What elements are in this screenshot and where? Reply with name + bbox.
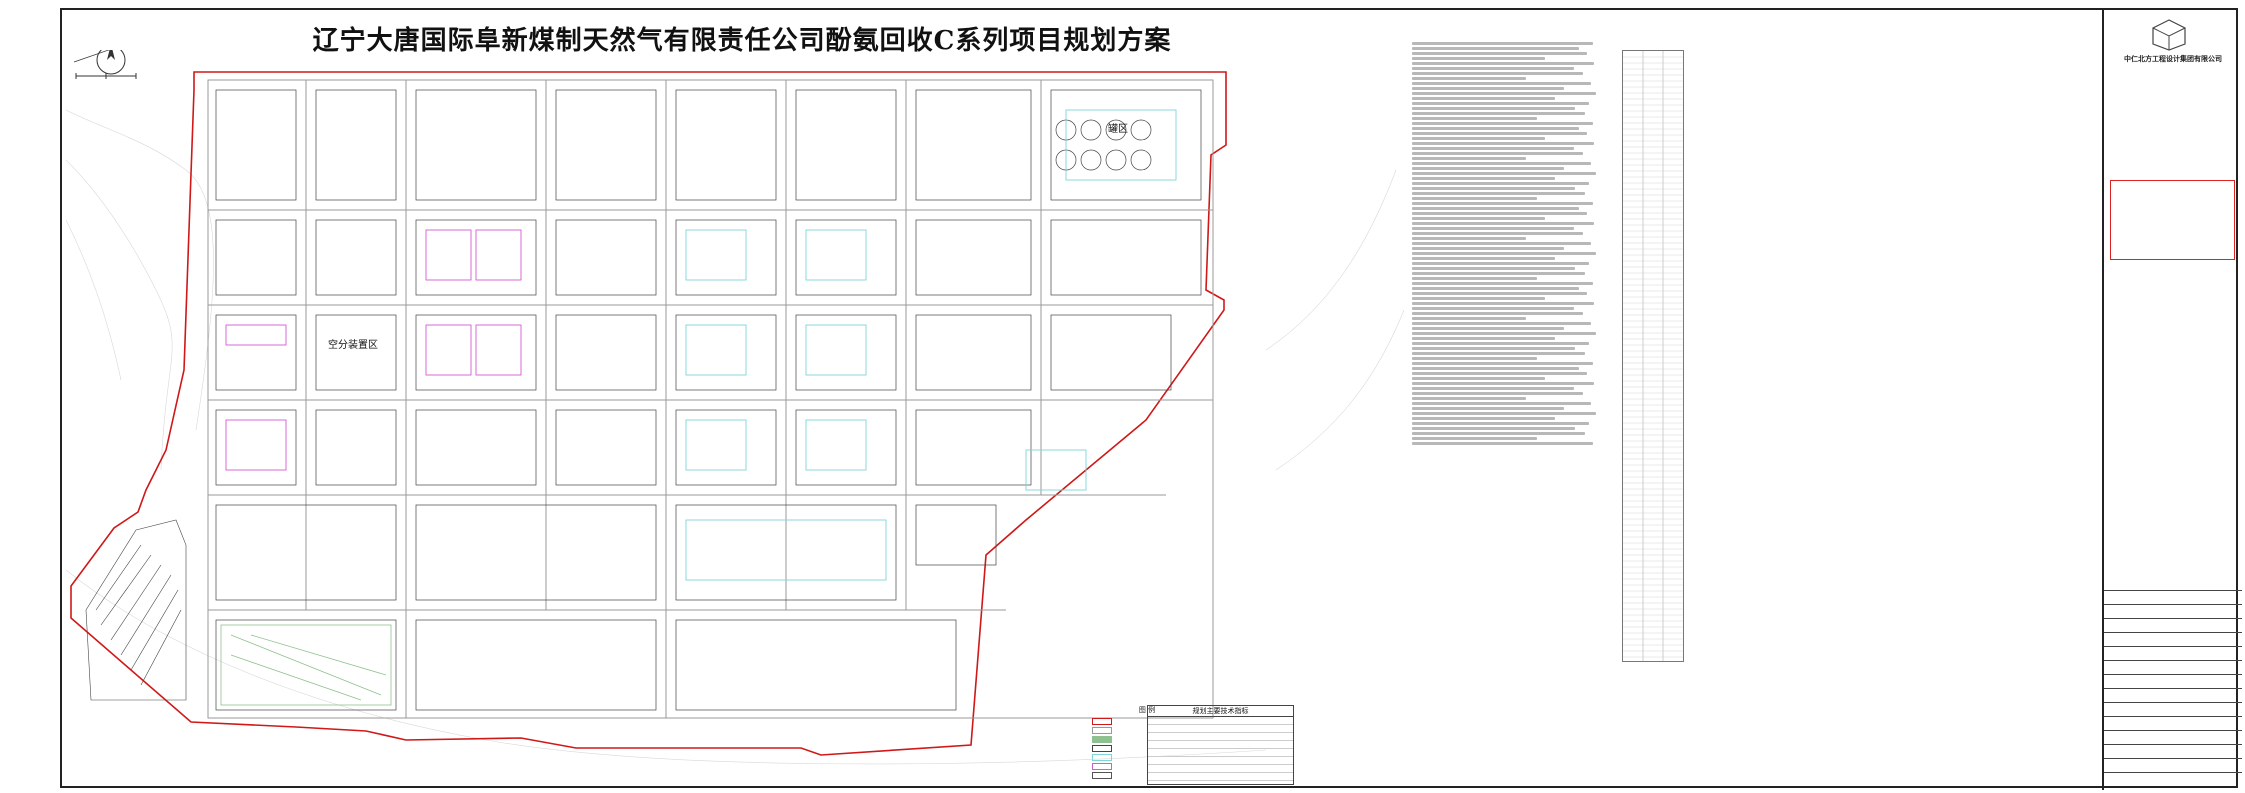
zone-label-air-separation: 空分装置区: [328, 340, 378, 351]
title-block-row: [2104, 604, 2242, 618]
legend-swatch: [1092, 727, 1112, 734]
technical-indicators-table: 规划主要技术指标: [1147, 705, 1294, 785]
title-block-row: [2104, 716, 2242, 730]
legend-swatch: [1092, 754, 1112, 761]
legend-title: 图 例: [1138, 706, 1156, 714]
legend-swatch: [1092, 736, 1112, 743]
legend-item: [1092, 726, 1202, 735]
site-boundary: [70, 71, 1227, 756]
title-block-row: [2104, 674, 2242, 688]
stats-title: 规划主要技术指标: [1148, 706, 1293, 717]
approval-stamp: [2110, 180, 2235, 260]
legend-swatch: [1092, 763, 1112, 770]
drawing-title: 辽宁大唐国际阜新煤制天然气有限责任公司酚氨回收C系列项目规划方案: [312, 26, 1172, 56]
table-row: [1148, 717, 1293, 725]
title-block-row: [2104, 730, 2242, 744]
table-row: [1148, 757, 1293, 765]
table-row: [1148, 725, 1293, 733]
green-area: [220, 624, 392, 706]
road-grid: [207, 79, 1214, 719]
title-block-row: [2104, 702, 2242, 716]
title-block-row: [2104, 744, 2242, 758]
legend-swatch: [1092, 718, 1112, 725]
zone-label-tank-area: 罐区: [1108, 124, 1128, 135]
legend-item: [1092, 753, 1202, 762]
site-plan: [66, 50, 1405, 765]
title-block-row: [2104, 646, 2242, 660]
legend-swatch: [1092, 772, 1112, 779]
building-schedule-table: [1622, 50, 1684, 662]
building-blocks: [215, 89, 1202, 711]
legend-item: [1092, 735, 1202, 744]
drawing-sheet: 辽宁大唐国际阜新煤制天然气有限责任公司酚氨回收C系列项目规划方案: [60, 8, 2242, 790]
company-name: 中仁北方工程设计集团有限公司: [2124, 55, 2222, 63]
title-block-rows: [2104, 590, 2242, 786]
legend-item: [1092, 717, 1202, 726]
legend-swatch: [1092, 745, 1112, 752]
title-block: 中仁北方工程设计集团有限公司: [2102, 10, 2242, 790]
project-buildings-pink: [225, 229, 522, 471]
topography-lines: [66, 109, 1405, 765]
title-block-row: [2104, 772, 2242, 786]
planning-notes: [1412, 40, 1602, 730]
company-logo-icon: [2152, 19, 2186, 51]
table-row: [1148, 749, 1293, 757]
table-row: [1148, 733, 1293, 741]
title-block-row: [2104, 660, 2242, 674]
scale-bar: [75, 73, 137, 79]
legend-item: [1092, 744, 1202, 753]
table-row: [1148, 765, 1293, 773]
north-arrow-icon: [73, 50, 126, 75]
parking-area: [85, 519, 187, 701]
title-block-row: [2104, 758, 2242, 772]
title-block-row: [2104, 632, 2242, 646]
legend: 图 例: [1092, 705, 1202, 783]
new-buildings-cyan: [685, 109, 1177, 581]
legend-item: [1092, 762, 1202, 771]
legend-item: [1092, 771, 1202, 780]
title-block-row: [2104, 688, 2242, 702]
title-block-row: [2104, 590, 2242, 604]
table-row: [1148, 741, 1293, 749]
table-row: [1148, 773, 1293, 781]
title-block-row: [2104, 618, 2242, 632]
